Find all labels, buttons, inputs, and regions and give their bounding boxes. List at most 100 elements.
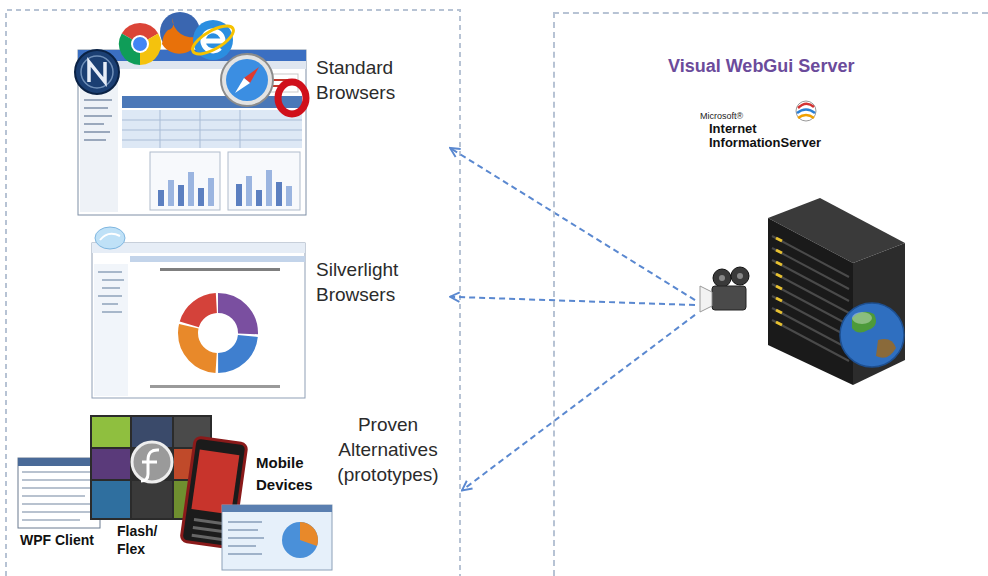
server-illustration [700, 101, 905, 385]
alternative-clients [92, 417, 130, 447]
silverlight-screenshot [94, 264, 128, 396]
browser-screenshot [208, 178, 214, 206]
alternative-clients [222, 505, 332, 512]
browser-screenshot [266, 170, 272, 206]
item-label: Flash/ Flex [117, 522, 167, 558]
browser-icons [75, 50, 119, 94]
alternative-clients [192, 519, 226, 539]
dashed-connector [450, 297, 695, 305]
silverlight-screenshot [92, 227, 305, 398]
browser-screenshot [122, 110, 302, 148]
region-outline [6, 10, 460, 576]
client-group: Standard Browsers [75, 10, 450, 220]
silverlight-screenshot [95, 227, 125, 249]
server-illustration [772, 236, 849, 361]
browser-screenshot [168, 180, 174, 206]
server-illustration [713, 269, 731, 287]
silverlight-screenshot [188, 303, 248, 363]
server-illustration [731, 267, 749, 285]
browser-screenshot [286, 186, 292, 206]
alternative-clients [300, 522, 318, 546]
browser-screenshot [78, 50, 306, 215]
item-label: WPF Client [20, 531, 110, 549]
silverlight-screenshot [100, 234, 120, 240]
silverlight-screenshot [98, 272, 124, 312]
server-illustration [700, 286, 712, 312]
alternative-clients [18, 458, 100, 528]
product-logo-text: Internet InformationServer [709, 122, 821, 150]
server-illustration [876, 339, 896, 358]
server-illustration [797, 110, 815, 114]
silverlight-screenshot [92, 243, 305, 253]
alternative-clients [92, 481, 130, 518]
dashed-connector [462, 315, 695, 491]
browser-screenshot [78, 50, 306, 215]
browser-icons [75, 12, 306, 114]
region-outline [6, 10, 460, 576]
silverlight-screenshot [160, 268, 280, 271]
browser-screenshot [188, 172, 194, 206]
alternative-clients [18, 415, 332, 570]
silverlight-screenshot [188, 303, 248, 363]
server-panel: Visual WebGui ServerMicrosoft®Internet I… [553, 12, 988, 576]
client-group: Proven Alternatives (prototypes)Mobile D… [15, 412, 462, 572]
group-label: Proven Alternatives (prototypes) [322, 412, 454, 487]
browser-screenshot [198, 188, 204, 206]
server-illustration [712, 286, 746, 310]
silverlight-screenshot [130, 256, 305, 262]
browser-screenshot [256, 190, 262, 206]
browser-screenshot [150, 152, 220, 210]
browser-screenshot [236, 184, 242, 206]
browser-screenshot [122, 110, 302, 148]
browser-icons [131, 35, 149, 53]
alternative-clients [228, 522, 264, 554]
browser-icons [278, 82, 306, 114]
silverlight-screenshot [150, 385, 280, 388]
server-illustration [719, 275, 725, 281]
dashed-connector [450, 148, 695, 300]
alternative-clients [141, 450, 159, 481]
silverlight-screenshot [188, 303, 248, 363]
alternative-clients [18, 458, 100, 466]
group-label: Silverlight Browsers [316, 257, 421, 307]
browser-screenshot [246, 176, 252, 206]
browser-icons [81, 56, 113, 88]
item-label: Mobile Devices [256, 452, 328, 496]
server-illustration [768, 218, 853, 385]
vendor-mark: Microsoft® [700, 111, 743, 122]
alternative-clients [132, 481, 172, 518]
group-label: Standard Browsers [316, 55, 416, 105]
browser-icons [133, 37, 147, 51]
alternative-clients [92, 449, 130, 479]
server-illustration [852, 312, 876, 333]
browser-icons [235, 78, 250, 93]
server-illustration [796, 101, 816, 121]
panel-heading: Visual WebGui Server [668, 54, 928, 78]
server-illustration [840, 303, 904, 367]
server-illustration [737, 273, 743, 279]
alternative-clients [282, 522, 318, 558]
silverlight-screenshot [92, 243, 305, 398]
browser-screenshot [276, 182, 282, 206]
browser-screenshot [84, 100, 112, 140]
browser-icons [89, 62, 105, 82]
alternative-clients [222, 505, 332, 570]
silverlight-screenshot [188, 303, 248, 363]
browser-screenshot [178, 185, 184, 206]
silverlight-screenshot [188, 303, 248, 363]
client-group: Silverlight Browsers [85, 225, 450, 400]
browser-icons [221, 54, 273, 106]
server-box: Microsoft®Internet InformationServer [695, 100, 925, 390]
browser-icons [226, 59, 268, 101]
server-illustration [776, 238, 782, 325]
server-illustration [852, 312, 872, 324]
browser-screenshot [158, 190, 164, 206]
alternative-clients [132, 442, 172, 482]
browser-icons [189, 21, 238, 60]
server-illustration [798, 115, 814, 118]
alternative-clients [22, 472, 95, 520]
server-illustration [798, 104, 814, 108]
